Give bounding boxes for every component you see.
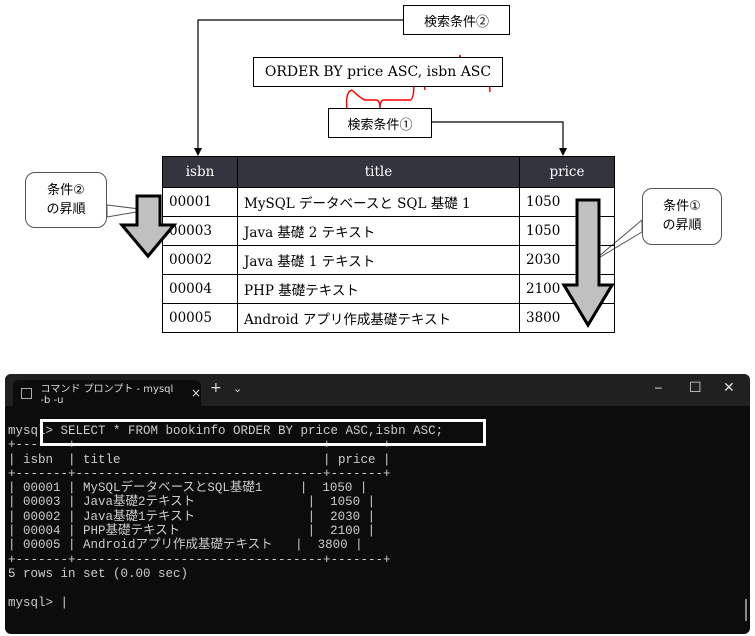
condition1-label: 検索条件① (328, 108, 432, 138)
terminal-line: | 00003 | Java基礎2テキスト | 1050 | (8, 495, 376, 510)
cell-price: 1050 (519, 187, 615, 217)
tab-close-icon[interactable]: × (190, 386, 201, 400)
terminal-output[interactable]: mysql> SELECT * FROM bookinfo ORDER BY p… (8, 424, 443, 610)
terminal-line: | isbn | title | price | (8, 452, 391, 467)
callout-right-line2: の昇順 (662, 218, 702, 233)
close-button[interactable]: ✕ (723, 380, 735, 396)
cell-isbn: 00005 (162, 303, 238, 333)
tab-title: コマンド プロンプト - mysql -b -u (40, 384, 174, 406)
maximize-button[interactable]: ☐ (689, 380, 702, 396)
terminal-window: コマンド プロンプト - mysql -b -u × + ⌄ ─ ☐ ✕ mys… (5, 374, 750, 634)
query-highlight-box (40, 419, 486, 446)
cell-title: Java 基礎 2 テキスト (237, 216, 520, 246)
cell-price: 2030 (519, 245, 615, 275)
terminal-line: | 00002 | Java基礎1テキスト | 2030 | (8, 509, 376, 524)
minimize-button[interactable]: ─ (655, 382, 662, 395)
terminal-line: 5 rows in set (0.00 sec) (8, 566, 189, 581)
terminal-line: +-------+-------------------------------… (8, 466, 391, 481)
cell-price: 2100 (519, 274, 615, 304)
cell-title: Android アプリ作成基礎テキスト (237, 303, 520, 333)
terminal-line: | 00001 | MySQLデータベースとSQL基礎1 | 1050 | (8, 481, 368, 496)
scrollbar[interactable] (745, 599, 747, 621)
header-price: price (519, 156, 615, 188)
tab-bar: コマンド プロンプト - mysql -b -u × + ⌄ ─ ☐ ✕ (5, 374, 750, 406)
condition2-label: 検索条件② (403, 5, 510, 35)
header-title: title (237, 156, 520, 188)
order-by-text: ORDER BY price ASC, isbn ASC (253, 57, 503, 87)
terminal-line: | 00004 | PHP基礎テキスト | 2100 | (8, 524, 376, 539)
cell-title: MySQL データベースと SQL 基礎 1 (237, 187, 520, 217)
terminal-tab[interactable]: コマンド プロンプト - mysql -b -u × (13, 380, 201, 406)
callout-right: 条件① の昇順 (642, 188, 722, 245)
cell-isbn: 00001 (162, 187, 238, 217)
cell-title: PHP 基礎テキスト (237, 274, 520, 304)
terminal-icon (21, 387, 33, 399)
header-isbn: isbn (162, 156, 238, 188)
callout-right-line1: 条件① (663, 199, 701, 214)
cell-isbn: 00002 (162, 245, 238, 275)
callout-left: 条件② の昇順 (25, 172, 107, 228)
brace-condition1 (345, 81, 415, 111)
callout-left-line2: の昇順 (46, 202, 86, 217)
terminal-line: +-------+-------------------------------… (8, 552, 391, 567)
dropdown-button[interactable]: ⌄ (233, 382, 243, 395)
terminal-line: mysql> | (8, 595, 69, 610)
terminal-line: | 00005 | Androidアプリ作成基礎テキスト | 3800 | (8, 538, 363, 553)
callout-left-line1: 条件② (47, 183, 85, 198)
cell-isbn: 00004 (162, 274, 238, 304)
cell-title: Java 基礎 1 テキスト (237, 245, 520, 275)
cell-price: 3800 (519, 303, 615, 333)
cell-isbn: 00003 (162, 216, 238, 246)
new-tab-button[interactable]: + (210, 380, 222, 396)
cell-price: 1050 (519, 216, 615, 246)
